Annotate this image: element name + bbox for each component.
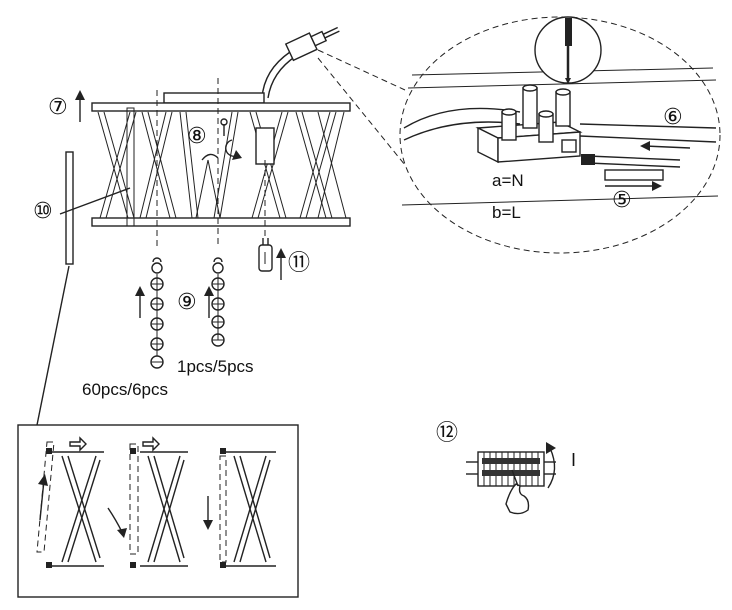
neutral-label: a=N	[492, 171, 524, 190]
side-panel	[59, 151, 131, 265]
crystal-strand-right	[211, 257, 225, 347]
inner-panel	[126, 107, 135, 227]
arrow-step-11	[276, 248, 286, 280]
lamp-holder	[255, 127, 275, 165]
rotate-arrow-icon	[225, 139, 242, 160]
lamp-body	[91, 78, 351, 246]
step-12-label: ⑫	[436, 421, 458, 446]
crystal-strand-left	[150, 257, 164, 369]
canopy-plate	[163, 92, 265, 104]
step-6-label: ⑥	[663, 105, 683, 130]
arrow-step-6	[640, 141, 691, 151]
step-7-label: ⑦	[48, 95, 68, 120]
step-9-label: ⑨	[177, 290, 197, 315]
inset-frame-3	[203, 448, 276, 568]
hand-icon	[505, 469, 530, 515]
step-10-label: ⑩	[33, 199, 53, 224]
strip-mounting-inset	[17, 265, 299, 598]
top-ring	[91, 102, 351, 112]
switch-block	[466, 451, 556, 487]
step-8-label: ⑧	[187, 124, 207, 149]
terminal-block	[475, 84, 583, 164]
woven-strips	[97, 111, 347, 219]
arrow-step-5	[604, 169, 664, 191]
inset-frame	[17, 424, 299, 598]
detail-leader-bottom	[317, 57, 406, 166]
wire-end	[581, 154, 681, 168]
arrow-crystal-left	[135, 286, 145, 318]
arrow-step-7	[75, 90, 85, 122]
canopy-cable	[261, 26, 340, 99]
bottom-ring	[91, 217, 351, 227]
quantity-small-label: 1pcs/5pcs	[177, 357, 254, 376]
inset-frame-2	[129, 436, 188, 568]
live-label: b=L	[492, 203, 521, 222]
inset-leader	[36, 265, 70, 426]
step-11-label: ⑪	[288, 251, 310, 276]
g9-bulb-icon	[258, 238, 273, 272]
connector-block	[284, 26, 340, 62]
wiring-detail-callout: ⑥ ⑤ a=N b=L	[317, 16, 721, 254]
detail-leader-top	[317, 49, 406, 91]
switch-position-label: I	[571, 450, 576, 470]
quantity-large-label: 60pcs/6pcs	[82, 380, 168, 399]
switch-arrow	[546, 442, 556, 489]
detail-ellipse	[399, 16, 721, 254]
inset-frame-1	[36, 436, 127, 568]
step-5-label: ⑤	[612, 188, 632, 213]
screwdriver-icon	[534, 16, 602, 84]
hook-icon	[201, 118, 228, 161]
arrow-step-9	[204, 286, 214, 318]
